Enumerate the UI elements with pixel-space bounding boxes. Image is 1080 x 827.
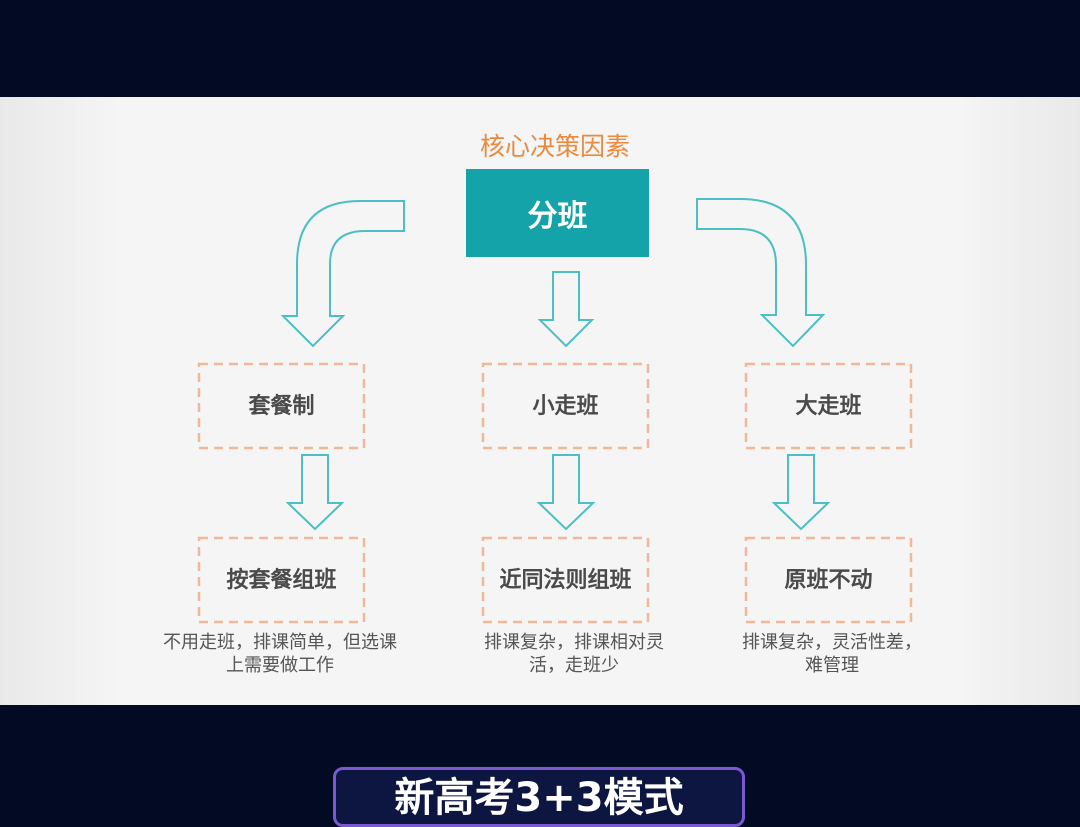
dashed-border-col1-row2 bbox=[197, 536, 366, 624]
dashed-border-col3-row2 bbox=[744, 536, 913, 624]
option-box-1: 套餐制 bbox=[248, 393, 315, 419]
dashed-border-col2-row1 bbox=[481, 362, 650, 450]
dashed-border-col3-row1 bbox=[744, 362, 913, 450]
result-box-2: 近同法则组班 bbox=[499, 567, 632, 593]
result-box-3: 原班不动 bbox=[784, 567, 873, 593]
main-box-fenban: 分班 bbox=[466, 169, 649, 257]
down-arrow-col3 bbox=[771, 454, 831, 531]
note-1: 不用走班，排课简单，但选课上需要做工作 bbox=[163, 632, 397, 676]
note-2: 排课复杂，排课相对灵活，走班少 bbox=[484, 632, 664, 676]
note-3: 排课复杂，灵活性差，难管理 bbox=[742, 632, 922, 676]
down-arrow-center-top bbox=[537, 271, 595, 348]
arrows-layer bbox=[197, 198, 913, 624]
core-decision-label: 核心决策因素 bbox=[479, 132, 630, 161]
curved-arrow-left bbox=[280, 200, 405, 348]
video-caption: 新高考3+3模式 bbox=[333, 767, 745, 827]
down-arrow-col1 bbox=[285, 454, 345, 531]
down-arrow-col2 bbox=[536, 454, 596, 531]
curved-arrow-right bbox=[696, 198, 826, 348]
dashed-border-col2-row2 bbox=[481, 536, 650, 624]
dashed-border-col1-row1 bbox=[197, 362, 366, 450]
result-box-1: 按套餐组班 bbox=[226, 567, 337, 593]
option-box-3: 大走班 bbox=[795, 393, 862, 419]
option-box-2: 小走班 bbox=[532, 393, 599, 419]
